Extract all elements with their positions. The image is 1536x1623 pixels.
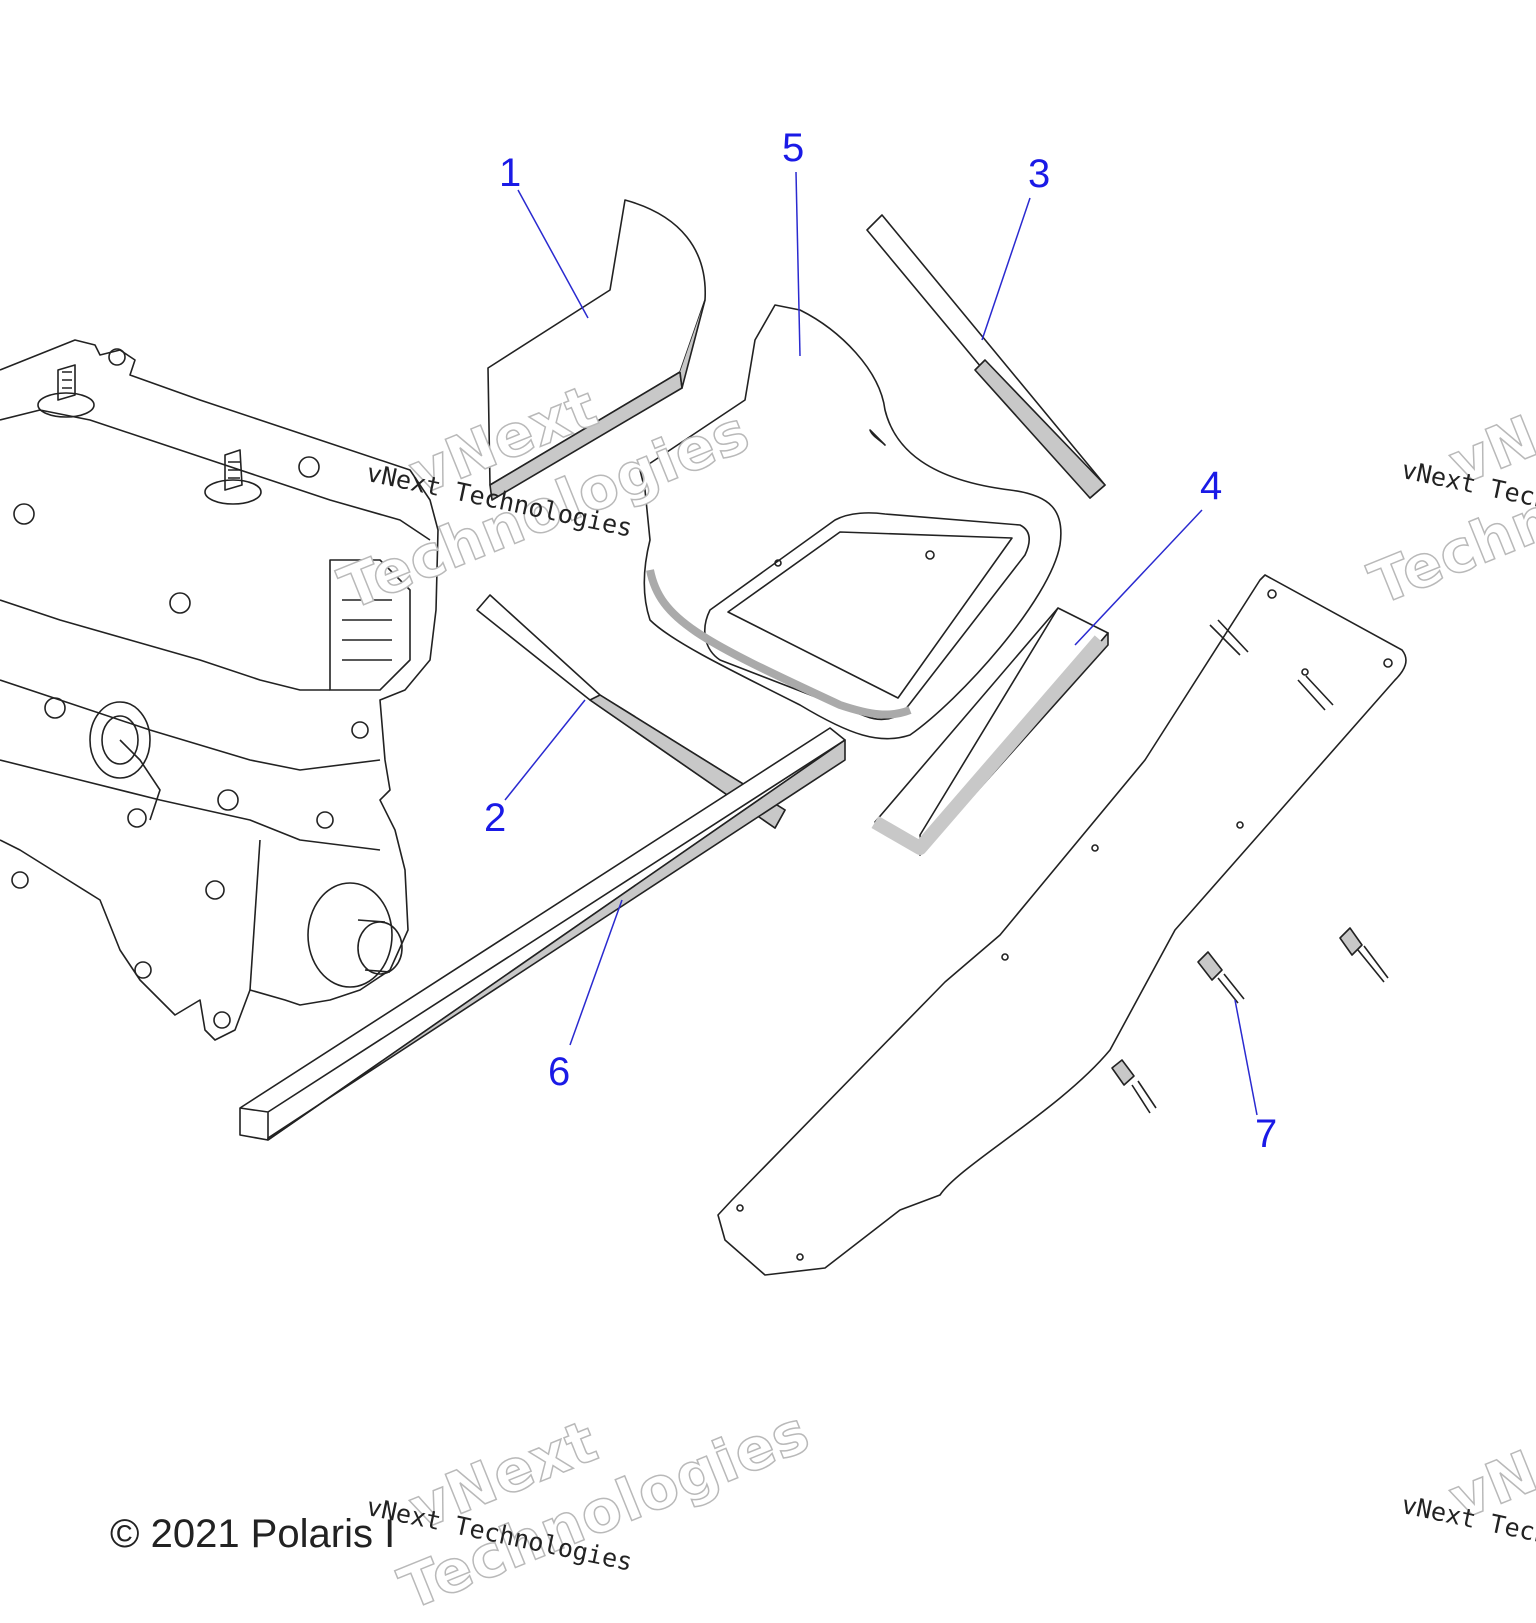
- engine-assembly: [0, 339, 439, 1041]
- callout-1: 1: [499, 151, 522, 195]
- leader-line-6: [569, 899, 623, 1046]
- leader-lines: [504, 171, 1258, 1116]
- parts-diagram: [0, 171, 1407, 1276]
- leader-line-1: [517, 189, 589, 319]
- callout-3: 3: [1028, 152, 1051, 196]
- leader-line-5: [795, 171, 801, 357]
- base-plate: [717, 574, 1407, 1276]
- leader-line-7: [1234, 999, 1258, 1116]
- callout-7: 7: [1255, 1112, 1278, 1156]
- callout-5: 5: [782, 126, 805, 170]
- leader-line-4: [1074, 509, 1203, 646]
- part-6-bar: [239, 727, 846, 1141]
- callout-2: 2: [484, 796, 507, 840]
- part-4-block: [871, 607, 1109, 856]
- callout-4: 4: [1200, 464, 1223, 508]
- part-3-strip: [866, 214, 1106, 499]
- part-1-panel: [487, 199, 706, 501]
- leader-line-2: [504, 699, 586, 801]
- part-7-rivets: [1111, 927, 1389, 1114]
- leader-line-3: [981, 197, 1031, 341]
- copyright-text: © 2021 Polaris I: [110, 1512, 396, 1556]
- callout-6: 6: [548, 1050, 571, 1094]
- part-5-duct: [639, 304, 1062, 740]
